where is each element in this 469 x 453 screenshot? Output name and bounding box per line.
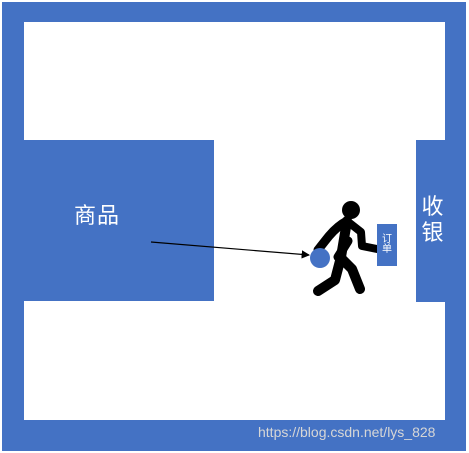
right-arrow-icon: [150, 241, 311, 259]
order-tag: 订单: [377, 224, 397, 266]
goods-label: 商品: [73, 204, 120, 229]
goods-area: 商品: [24, 140, 214, 301]
circle-ball-icon: [310, 248, 330, 268]
checkout-label: 收银: [421, 195, 444, 246]
watermark: https://blog.csdn.net/lys_828: [258, 424, 436, 440]
shopper-icon: [313, 201, 381, 296]
order-label: 订单: [382, 233, 392, 255]
checkout-counter: 收银: [416, 140, 447, 302]
